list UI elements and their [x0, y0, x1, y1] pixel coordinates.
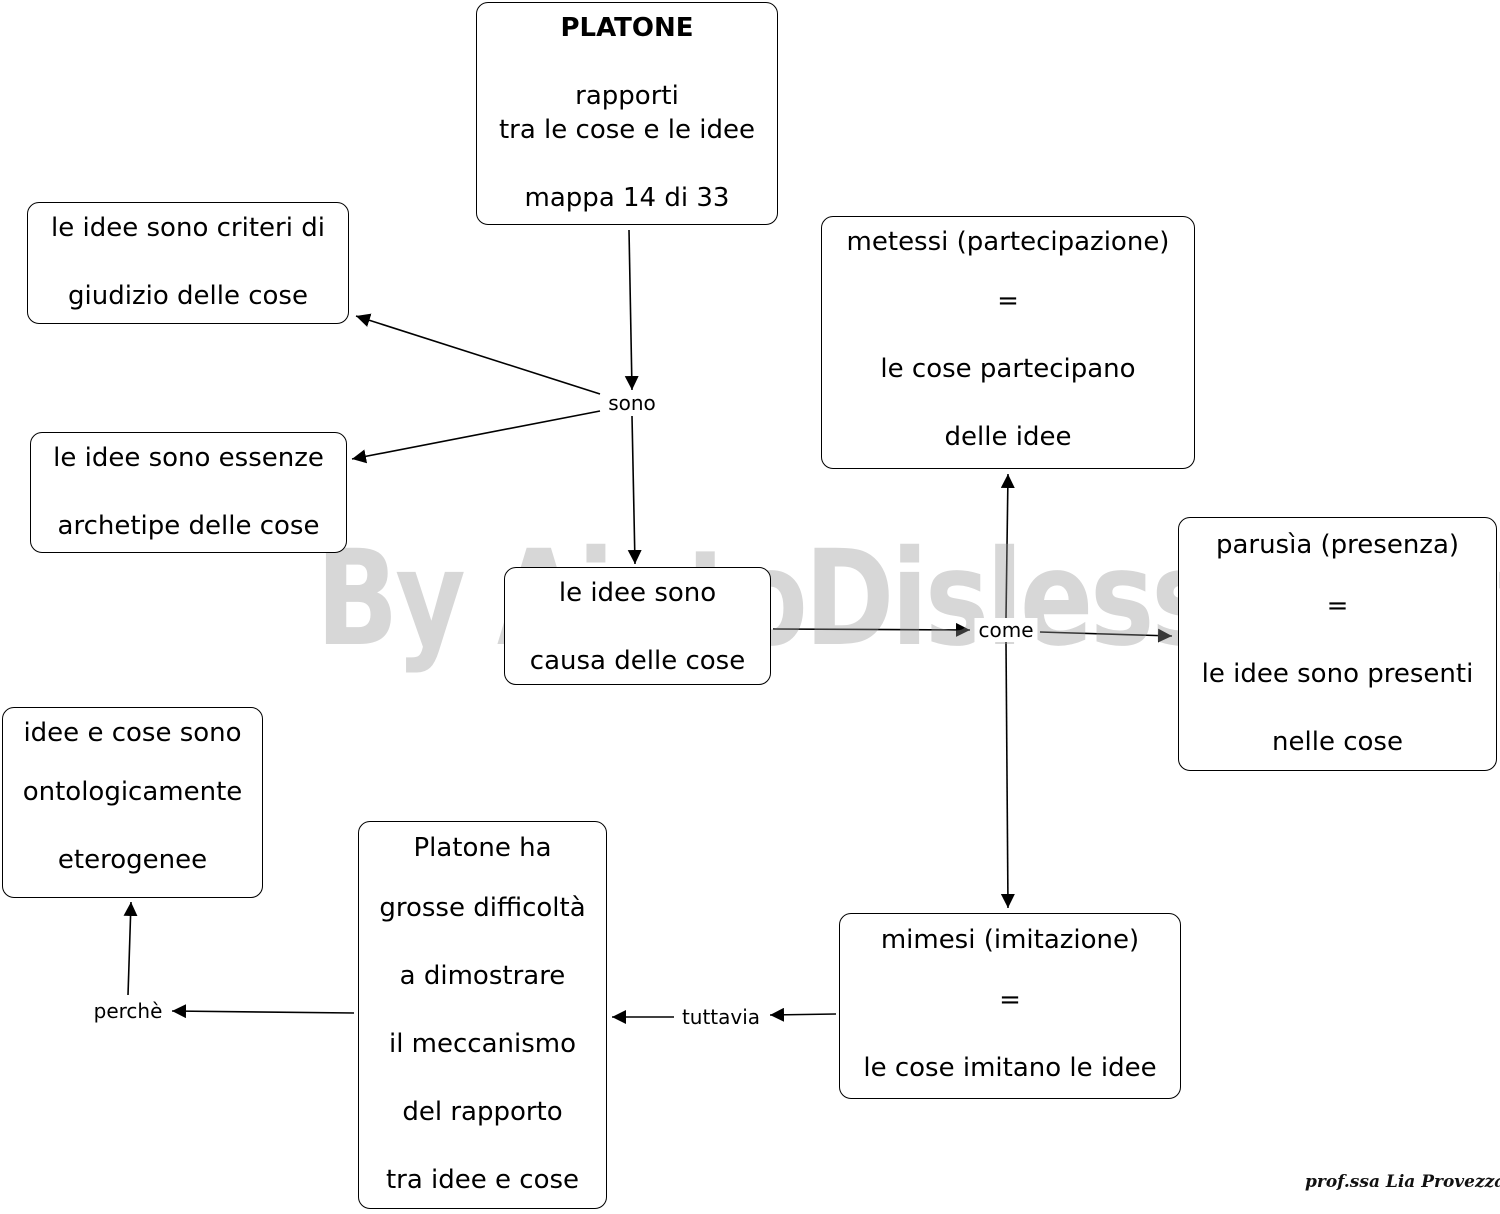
node-essenze-line: le idee sono essenze	[53, 443, 324, 473]
node-platone-line: tra le cose e le idee	[498, 115, 756, 145]
link-sono-to-causa	[627, 415, 642, 565]
node-metessi-line: =	[997, 286, 1019, 316]
node-mimesi: mimesi (imitazione) = le cose imitano le…	[839, 913, 1181, 1099]
node-difficolta-line: del rapporto	[402, 1097, 563, 1127]
node-parusia: parusìa (presenza) = le idee sono presen…	[1178, 517, 1497, 771]
node-eterogenee-line: idee e cose sono	[23, 718, 242, 748]
node-causa-line: causa delle cose	[529, 646, 746, 676]
node-platone-line: mappa 14 di 33	[524, 183, 730, 213]
link-label-sono: sono	[604, 391, 660, 415]
node-difficolta-line: a dimostrare	[399, 961, 566, 991]
node-eterogenee-line: ontologicamente	[22, 777, 243, 807]
node-mimesi-line: mimesi (imitazione)	[880, 925, 1140, 955]
link-come-to-parusia	[1039, 628, 1173, 643]
node-difficolta-line: il meccanismo	[388, 1029, 577, 1059]
link-causa-to-come	[772, 622, 971, 637]
node-essenze: le idee sono essenze archetipe delle cos…	[30, 432, 347, 553]
node-eterogenee: idee e cose sono ontologicamente eteroge…	[2, 707, 263, 898]
node-parusia-line: =	[1326, 591, 1349, 621]
link-sono-to-criteri	[355, 313, 601, 395]
link-sono-to-essenze	[351, 410, 601, 464]
node-parusia-line: nelle cose	[1272, 727, 1403, 757]
node-mimesi-line: le cose imitano le idee	[863, 1053, 1157, 1083]
link-label-tuttavia: tuttavia	[677, 1005, 765, 1029]
node-difficolta-line: grosse difficoltà	[379, 893, 586, 923]
node-mimesi-line: =	[999, 985, 1021, 1015]
link-mimesi-to-tuttavia	[769, 1007, 837, 1022]
node-metessi: metessi (partecipazione) = le cose parte…	[821, 216, 1195, 469]
node-criteri: le idee sono criteri di giudizio delle c…	[27, 202, 349, 324]
node-difficolta-line: Platone ha	[413, 833, 552, 863]
node-causa: le idee sono causa delle cose	[504, 567, 771, 685]
link-come-to-metessi	[1000, 473, 1015, 619]
node-causa-line: le idee sono	[558, 578, 717, 608]
link-label-come: come	[974, 618, 1038, 642]
node-eterogenee-line: eterogenee	[57, 845, 208, 875]
node-platone: PLATONE rapporti tra le cose e le idee m…	[476, 2, 778, 225]
node-difficolta-line: tra idee e cose	[385, 1165, 580, 1195]
author-signature: prof.ssa Lia Provezza	[1305, 1172, 1500, 1192]
node-parusia-line: le idee sono presenti	[1201, 659, 1474, 689]
link-platone-to-sono	[624, 229, 639, 391]
node-metessi-line: le cose partecipano	[880, 354, 1136, 384]
node-metessi-line: metessi (partecipazione)	[846, 227, 1170, 257]
node-essenze-line: archetipe delle cose	[57, 511, 320, 541]
link-label-perche: perchè	[89, 999, 167, 1023]
node-metessi-line: delle idee	[944, 422, 1072, 452]
link-come-to-mimesi	[1000, 641, 1015, 909]
node-parusia-line: parusìa (presenza)	[1215, 530, 1460, 560]
link-perche-to-eterogenee	[123, 901, 138, 996]
node-difficolta: Platone ha grosse difficoltà a dimostrar…	[358, 821, 607, 1209]
node-criteri-line: le idee sono criteri di	[51, 213, 325, 243]
node-platone-line: rapporti	[575, 81, 679, 111]
node-platone-title: PLATONE	[560, 13, 694, 43]
link-difficolta-to-perche	[171, 1004, 355, 1019]
node-criteri-line: giudizio delle cose	[68, 281, 308, 311]
